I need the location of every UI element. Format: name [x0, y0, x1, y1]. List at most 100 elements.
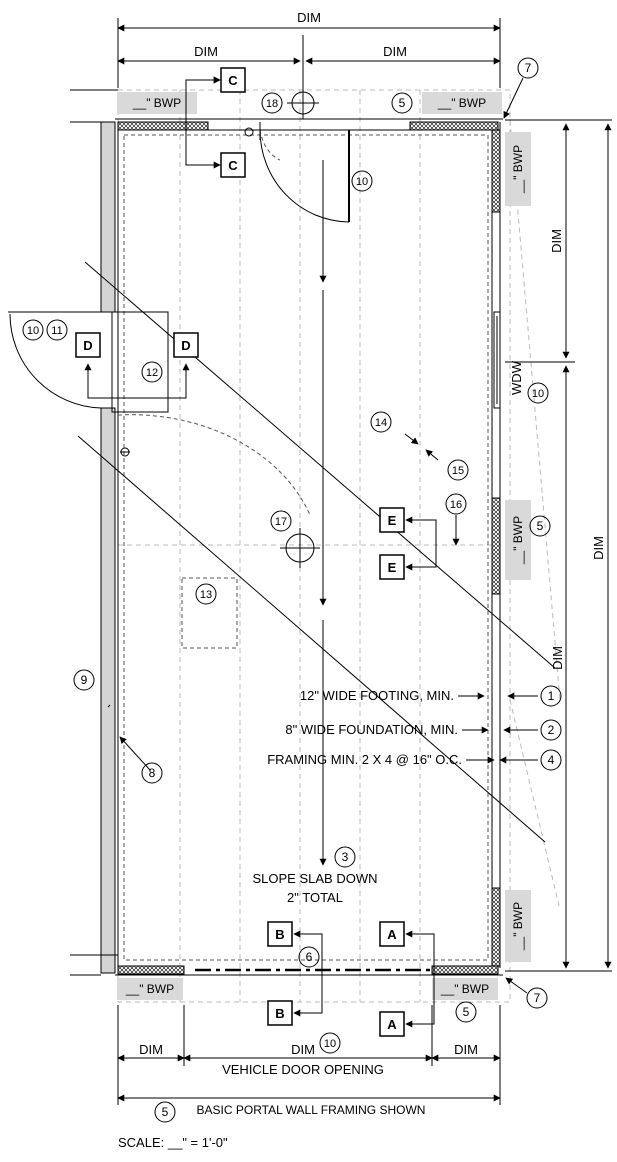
section-label-a-bottom: A [387, 1017, 397, 1032]
dim-right-overall: DIM [591, 536, 606, 560]
section-label-e-bottom: E [388, 560, 397, 575]
dim-top-left: DIM [194, 44, 218, 59]
bottom-wall [70, 954, 503, 976]
callout-1-label: 1 [548, 689, 555, 703]
callout-10-top: 10 [351, 170, 373, 192]
callout-5-bottom-label: 5 [463, 1005, 470, 1019]
note-framing: FRAMING MIN. 2 X 4 @ 16" O.C. [267, 752, 462, 767]
light-fixtures [280, 87, 320, 568]
section-c: C C [185, 67, 246, 178]
dim-top-right: DIM [383, 44, 407, 59]
callout-7-top: 7 [517, 57, 539, 79]
section-marker-c-top [220, 67, 246, 93]
note-slope-line1: SLOPE SLAB DOWN [253, 871, 378, 886]
callout-10-top-label: 10 [356, 176, 368, 188]
callout-10-window: 10 [527, 382, 549, 404]
callout-17: 17 [270, 510, 292, 532]
bwp-right-top: __" BWP [511, 145, 525, 194]
callout-15: 15 [447, 459, 469, 481]
section-label-a-top: A [387, 927, 397, 942]
note-vehicle-door: VEHICLE DOOR OPENING [222, 1062, 384, 1077]
callout-10-left-label: 10 [27, 325, 39, 337]
callout-2-label: 2 [548, 723, 555, 737]
notes: 12" WIDE FOOTING, MIN. 8" WIDE FOUNDATIO… [118, 688, 462, 1150]
callout-10-bottom-label: 10 [324, 1038, 336, 1050]
callout-10-bottom: 10 [319, 1032, 341, 1054]
section-marker-a-top [379, 921, 405, 947]
dim-bottom-left: DIM [139, 1042, 163, 1057]
note-footing: 12" WIDE FOOTING, MIN. [300, 688, 454, 703]
dim-bottom-center: DIM [291, 1042, 315, 1057]
bwp-bottom-left: __" BWP [125, 982, 174, 996]
section-label-b-top: B [275, 927, 284, 942]
callout-12: 12 [141, 361, 163, 383]
callouts: 7 18 5 10 10 11 12 10 14 15 16 5 17 13 9… [22, 57, 562, 1123]
dim-right-upper: DIM [549, 229, 564, 253]
section-d: D D [75, 332, 199, 399]
callout-6-label: 6 [306, 950, 313, 964]
callout-10-window-label: 10 [532, 388, 544, 400]
dimension-lines [117, 18, 612, 1105]
section-b: B B [267, 921, 323, 1026]
left-door [8, 311, 311, 516]
bwp-top-right: __" BWP [437, 96, 486, 110]
bwp-backgrounds [117, 92, 531, 1000]
callout-3-label: 3 [342, 850, 349, 864]
section-label-c-bottom: C [228, 158, 238, 173]
top-door [259, 122, 350, 223]
callout-13-label: 13 [200, 589, 212, 601]
callout-9: 9 [73, 669, 95, 691]
section-marker-b-bottom [267, 1000, 293, 1026]
note-scale: SCALE: __" = 1'-0" [118, 1135, 228, 1150]
callout-15-label: 15 [452, 465, 464, 477]
callout-1: 1 [540, 685, 562, 707]
section-label-d-right: D [181, 338, 190, 353]
callout-9-label: 9 [81, 673, 88, 687]
left-wall [70, 89, 118, 974]
callout-16: 16 [445, 493, 467, 515]
dim-diagonal: DIM [550, 646, 565, 670]
callout-5-top-label: 5 [399, 96, 406, 110]
note-slope-line2: 2" TOTAL [287, 890, 343, 905]
bwp-bottom-right: __" BWP [440, 982, 489, 996]
callout-7-top-label: 7 [525, 61, 532, 75]
section-e: E E [379, 507, 437, 580]
callout-5-portal: 5 [154, 1101, 176, 1123]
callout-8: 8 [141, 762, 163, 784]
callout-4-label: 4 [548, 753, 555, 767]
callout-6: 6 [298, 946, 320, 968]
callout-5-right-label: 5 [537, 519, 544, 533]
dim-top-overall: DIM [297, 10, 321, 25]
section-marker-e-top [379, 507, 405, 533]
callout-14-label: 14 [375, 417, 387, 429]
callout-8-label: 8 [149, 766, 156, 780]
callout-16-label: 16 [450, 499, 462, 511]
note-foundation: 8" WIDE FOUNDATION, MIN. [285, 722, 458, 737]
section-label-c-top: C [228, 73, 238, 88]
top-wall [115, 118, 503, 968]
bwp-right-bottom: __" BWP [511, 902, 525, 951]
dim-bottom-right: DIM [454, 1042, 478, 1057]
right-wall [491, 122, 501, 968]
section-marker-e-bottom [379, 554, 405, 580]
section-label-d-left: D [83, 338, 92, 353]
callout-13: 13 [195, 583, 217, 605]
section-marker-d-left [75, 332, 101, 358]
callout-18-label: 18 [266, 98, 278, 110]
section-label-b-bottom: B [275, 1006, 284, 1021]
callout-7-bottom-label: 7 [534, 991, 541, 1005]
section-a: A A [379, 921, 435, 1037]
callout-4: 4 [540, 749, 562, 771]
callout-12-label: 12 [146, 367, 158, 379]
note-leaders [107, 77, 538, 994]
section-label-e-top: E [388, 513, 397, 528]
callout-5-portal-label: 5 [162, 1105, 169, 1119]
callout-5-top: 5 [391, 92, 413, 114]
callout-2: 2 [540, 719, 562, 741]
bwp-top-left: __" BWP [132, 96, 181, 110]
callout-7-bottom: 7 [526, 987, 548, 1009]
callout-5-bottom: 5 [455, 1001, 477, 1023]
bwp-text: __" BWP __" BWP __" BWP __" BWP __" BWP … [125, 96, 525, 996]
diagonal-lines [77, 261, 556, 843]
